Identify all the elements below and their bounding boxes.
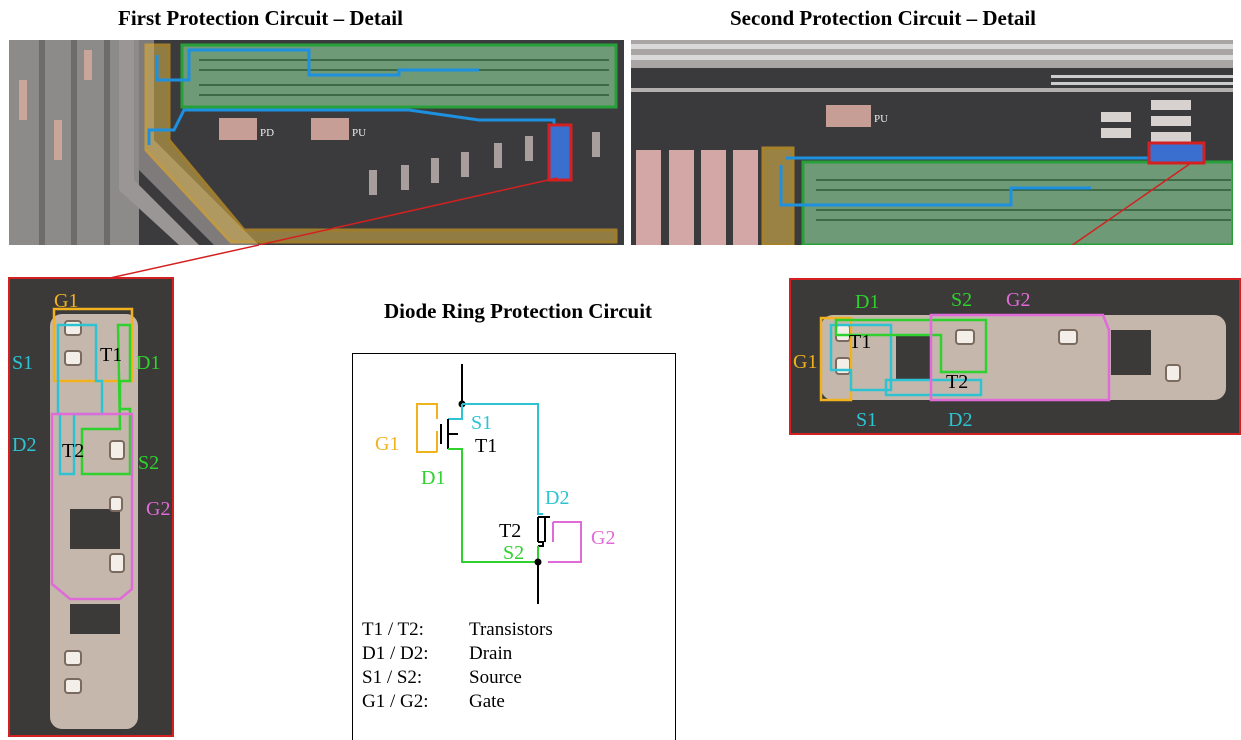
schematic-d2: D2 — [545, 487, 569, 509]
detail-left-s1: S1 — [12, 352, 33, 374]
detail-left-s2: S2 — [138, 452, 159, 474]
pu-label: PU — [352, 127, 366, 139]
diode-ring-title: Diode Ring Protection Circuit — [383, 299, 653, 323]
detail-right-t1: T1 — [849, 331, 871, 353]
schematic-g2: G2 — [591, 527, 615, 549]
legend: T1 / T2:Transistors D1 / D2:Drain S1 / S… — [362, 618, 553, 714]
pd-label: PD — [260, 127, 274, 139]
detail-right-t2: T2 — [946, 371, 968, 393]
legend-row-transistors: T1 / T2:Transistors — [362, 619, 553, 640]
detail-right-s2: S2 — [951, 289, 972, 311]
first-circuit-detail: G1 S1 T1 D1 D2 T2 S2 G2 — [8, 277, 174, 737]
detail-right-d2: D2 — [948, 409, 972, 431]
detail-right-s1: S1 — [856, 409, 877, 431]
legend-row-drain: D1 / D2:Drain — [362, 643, 513, 664]
detail-left-g1: G1 — [54, 290, 78, 312]
second-circuit-micrograph: PU — [631, 40, 1233, 245]
schematic-t1: T1 — [475, 435, 497, 457]
detail-left-t1: T1 — [100, 344, 122, 366]
first-circuit-micrograph: PD PU — [9, 40, 624, 245]
second-circuit-detail: D1 S2 G2 T1 G1 T2 S1 D2 — [789, 278, 1241, 435]
schematic-s1: S1 — [471, 412, 492, 434]
schematic-d1: D1 — [421, 467, 445, 489]
detail-right-g2: G2 — [1006, 289, 1030, 311]
schematic-g1: G1 — [375, 433, 399, 455]
pu2-label: PU — [874, 113, 888, 125]
diode-ring-schematic: S1 G1 T1 D1 D2 T2 G2 S2 — [352, 353, 676, 740]
first-circuit-title: First Protection Circuit – Detail — [118, 6, 403, 30]
detail-left-t2: T2 — [62, 440, 84, 462]
legend-row-source: S1 / S2:Source — [362, 667, 522, 688]
second-circuit-title: Second Protection Circuit – Detail — [730, 6, 1037, 30]
detail-right-d1: D1 — [855, 291, 879, 313]
schematic-t2: T2 — [499, 520, 521, 542]
detail-left-d2: D2 — [12, 434, 36, 456]
detail-left-g2: G2 — [146, 498, 170, 520]
detail-left-d1: D1 — [136, 352, 160, 374]
schematic-s2: S2 — [503, 542, 524, 564]
detail-right-g1: G1 — [793, 351, 817, 373]
legend-row-gate: G1 / G2:Gate — [362, 691, 505, 712]
